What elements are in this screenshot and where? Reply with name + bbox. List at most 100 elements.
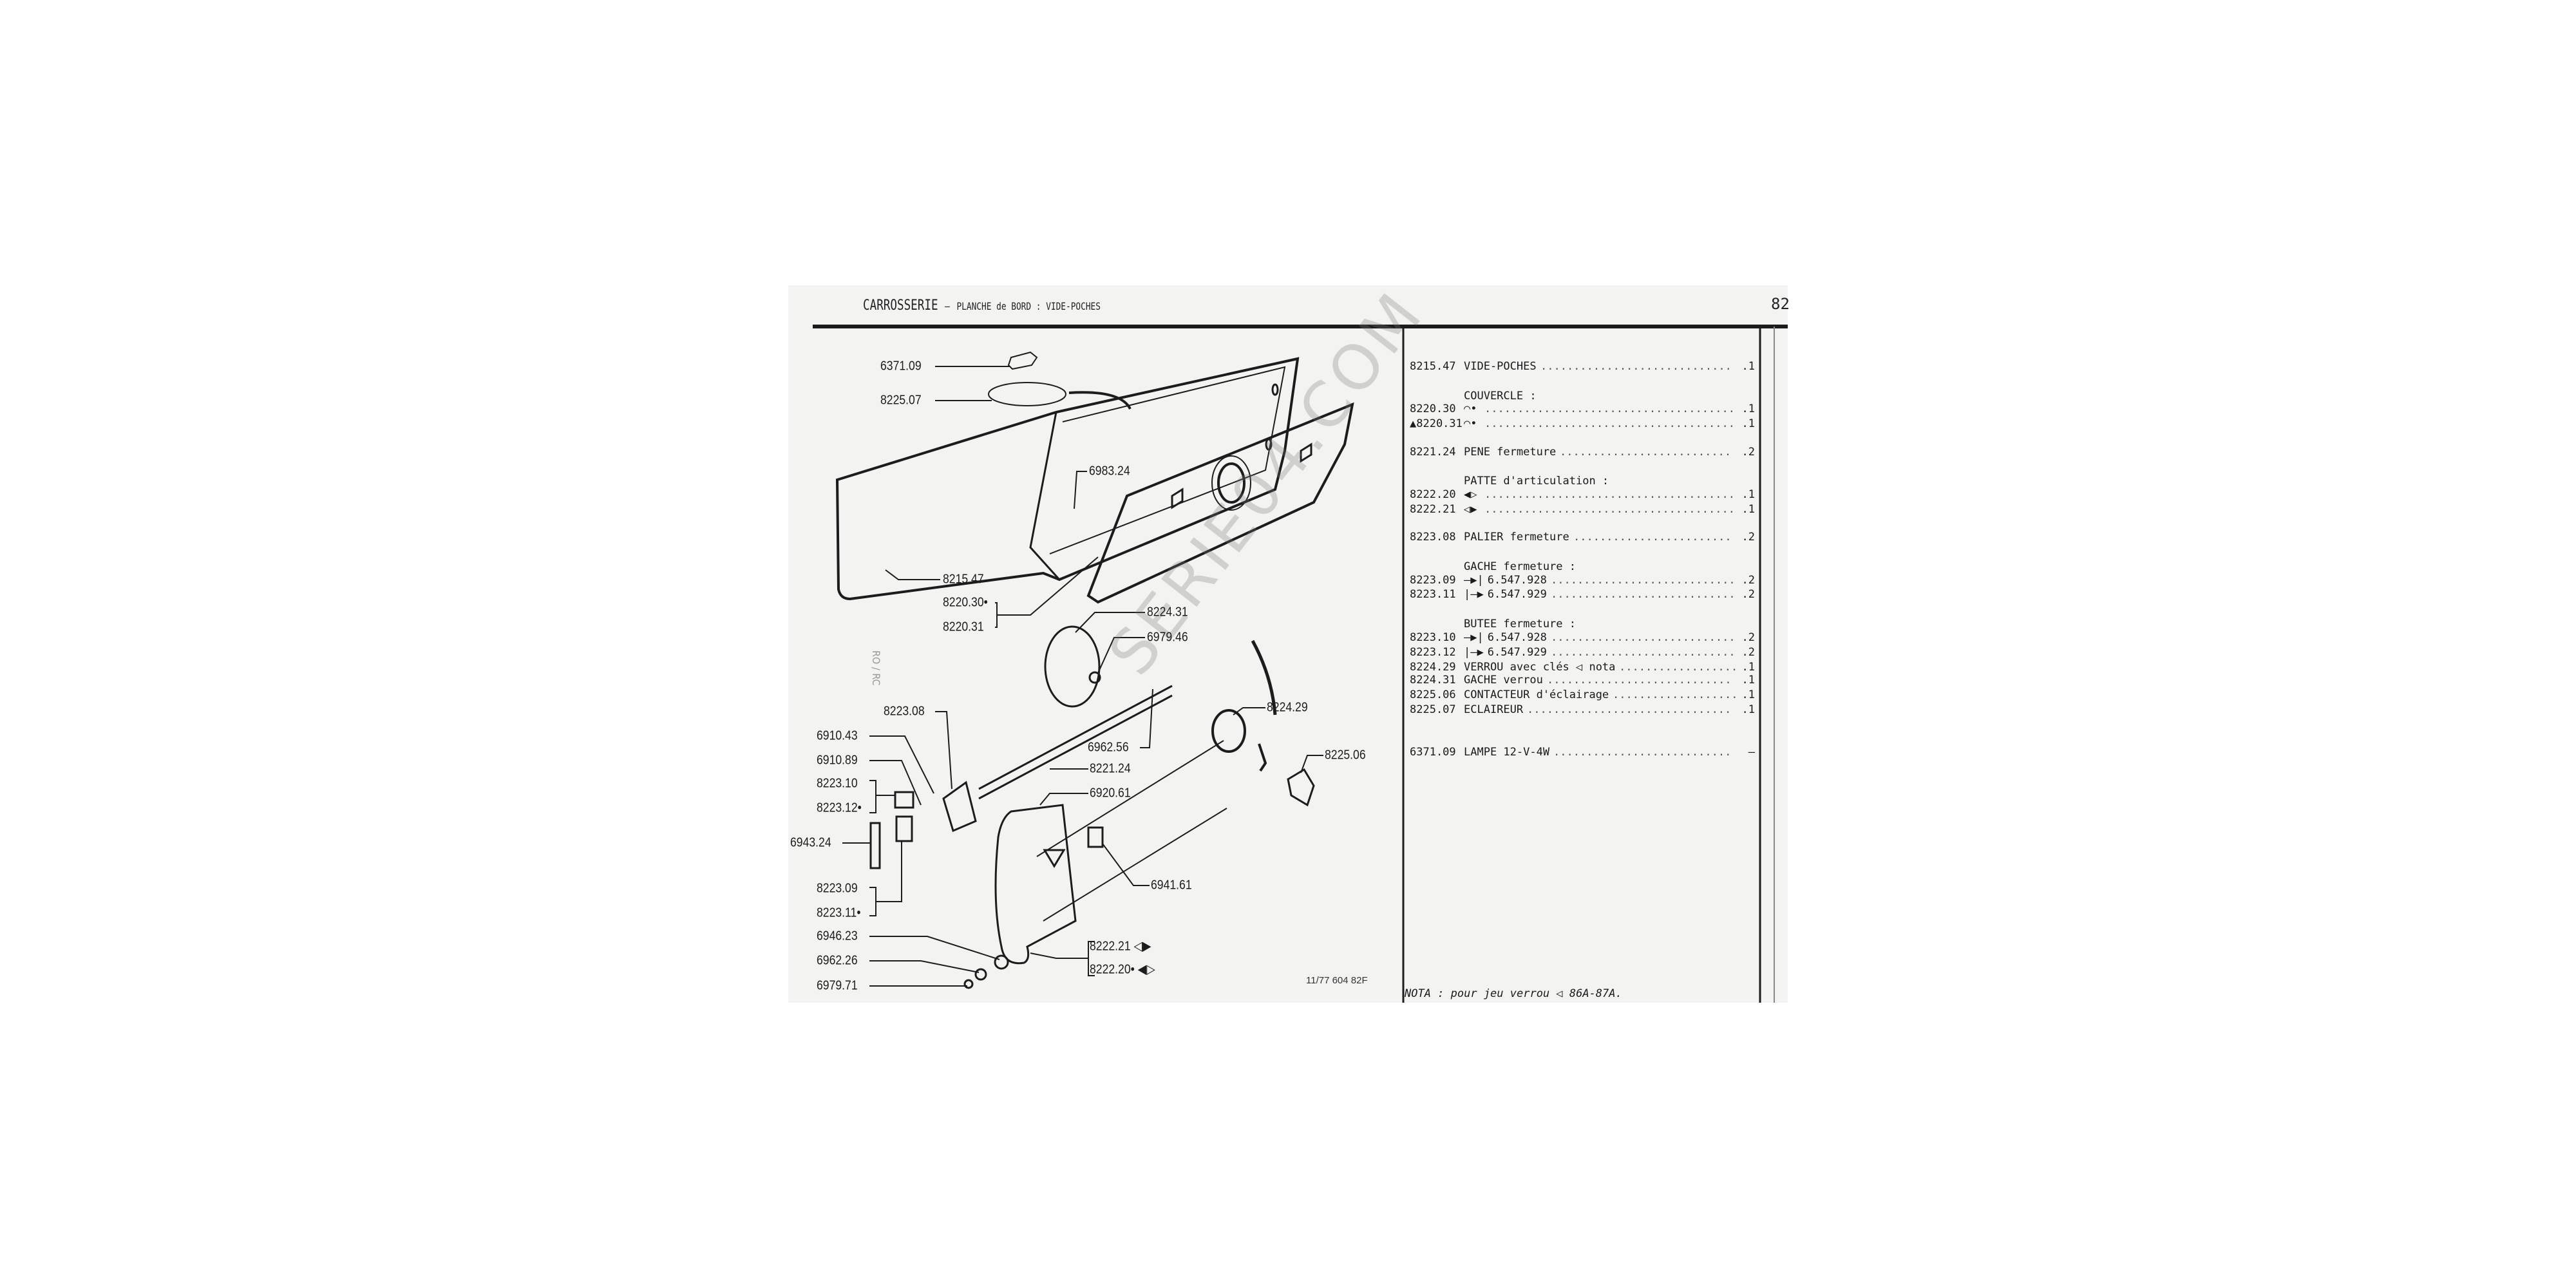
part-number: 8220.30 [1410, 402, 1456, 415]
part-quantity: .1 [1741, 503, 1755, 516]
dot-leader: ............................ [1551, 646, 1736, 659]
part-number: 8221.24 [1410, 446, 1456, 459]
part-description: LAMPE 12-V-4W [1464, 746, 1550, 759]
callout-8223-09: 8223.09 [817, 881, 858, 896]
callout-8221-24: 8221.24 [1090, 761, 1131, 776]
parts-row: ▲8220.31◠• .1............................… [1410, 417, 1770, 430]
part-description: 6.547.929 [1487, 646, 1547, 659]
callout-8215-47: 8215.47 [943, 572, 984, 587]
callout-6943-24: 6943.24 [790, 835, 831, 850]
group-heading: COUVERCLE : [1464, 390, 1537, 402]
dot-leader: ........................... [1553, 746, 1732, 759]
group-heading: GACHE fermeture : [1464, 560, 1576, 573]
orientation-symbol-icon: |—▶ [1464, 588, 1484, 601]
dot-leader: ........................ [1573, 531, 1732, 544]
part-number: 8223.10 [1410, 631, 1456, 644]
callout-8223-12: 8223.12• [817, 800, 862, 815]
page-number: 82 [1771, 295, 1790, 313]
part-number: 8224.29 [1410, 661, 1456, 674]
part-quantity: .2 [1741, 531, 1755, 544]
callout-8224-29: 8224.29 [1267, 700, 1308, 715]
part-number: 8225.07 [1410, 703, 1456, 716]
part-quantity: .2 [1741, 631, 1755, 644]
section-title: CARROSSERIE [863, 298, 938, 314]
parts-row: 8223.11|—▶6.547.929.2...................… [1410, 588, 1770, 601]
part-quantity: .1 [1741, 688, 1755, 701]
callout-6910-43: 6910.43 [817, 728, 858, 743]
dot-leader: ............................. [1540, 360, 1732, 373]
latch-rod [978, 685, 1173, 800]
dot-leader: ............................... [1527, 703, 1732, 716]
part-number: 6371.09 [1410, 746, 1456, 759]
callout-6979-46: 6979.46 [1147, 630, 1188, 645]
parts-row: 8222.20◀▷.1.............................… [1410, 488, 1770, 501]
callout-6941-61: 6941.61 [1151, 878, 1192, 893]
orientation-symbol-icon: ◠• [1464, 402, 1477, 415]
light-switch [1287, 768, 1315, 807]
part-quantity: – [1748, 746, 1755, 759]
dot-leader: ............................ [1551, 574, 1736, 587]
callout-6983-24: 6983.24 [1089, 464, 1130, 478]
dot-leader: ...................................... [1484, 417, 1735, 430]
dot-leader: ...................................... [1484, 488, 1735, 501]
callout-6910-89: 6910.89 [817, 753, 858, 768]
parts-row: 8223.10—▶|6.547.928.2...................… [1410, 631, 1770, 644]
callout-6920-61: 6920.61 [1090, 786, 1131, 800]
callout-8222-20: 8222.20• ◀▷ [1090, 962, 1155, 977]
lid [1086, 402, 1354, 604]
callout-6962-26: 6962.26 [817, 953, 858, 968]
part-quantity: .1 [1741, 360, 1755, 373]
parts-group-heading: BUTEE fermeture : [1410, 618, 1770, 630]
callout-8225-06: 8225.06 [1325, 748, 1366, 762]
part-quantity: .2 [1741, 574, 1755, 587]
part-description: CONTACTEUR d'éclairage [1464, 688, 1609, 701]
glovebox-body [835, 357, 1300, 601]
part-number: 8225.06 [1410, 688, 1456, 701]
orientation-symbol-icon: |—▶ [1464, 646, 1484, 659]
dot-leader: .................. [1619, 661, 1738, 674]
orientation-symbol-icon: ◠• [1464, 417, 1477, 430]
callout-8223-11: 8223.11• [817, 905, 861, 920]
parts-group-heading: COUVERCLE : [1410, 390, 1770, 402]
drawing-reference: 11/77 604 82F [1306, 975, 1368, 986]
callout-6946-23: 6946.23 [817, 929, 858, 943]
parts-group-heading: GACHE fermeture : [1410, 560, 1770, 573]
dot-leader: .......................... [1560, 446, 1732, 459]
part-number: 8222.21 [1410, 503, 1456, 516]
part-number: 8223.11 [1410, 588, 1456, 601]
part-number: 8223.12 [1410, 646, 1456, 659]
parts-row: 8222.21◁▶.1.............................… [1410, 503, 1770, 516]
part-number: 8224.31 [1410, 674, 1456, 687]
group-heading: BUTEE fermeture : [1464, 618, 1576, 630]
dot-leader: ...................................... [1484, 402, 1735, 415]
parts-row: 8220.30◠•.1.............................… [1410, 402, 1770, 415]
callout-8220-31: 8220.31 [943, 620, 984, 634]
part-quantity: .1 [1741, 661, 1755, 674]
part-description: 6.547.929 [1487, 588, 1547, 601]
parts-row: 8223.09—▶|6.547.928.2...................… [1410, 574, 1770, 587]
callout-8223-08: 8223.08 [884, 704, 925, 719]
catalog-page [788, 285, 1788, 1003]
part-quantity: .1 [1741, 488, 1755, 501]
lamp-bulb [1007, 351, 1038, 370]
part-quantity: .1 [1741, 703, 1755, 716]
callout-8225-07: 8225.07 [880, 393, 922, 408]
part-quantity: .1 [1741, 417, 1755, 430]
title-separator: – [945, 300, 950, 312]
dot-leader: ...................................... [1484, 503, 1735, 516]
part-description: VIDE-POCHES [1464, 360, 1537, 373]
callout-8220-30: 8220.30• [943, 595, 988, 610]
orientation-symbol-icon: ◀▷ [1464, 488, 1477, 501]
part-number: 8215.47 [1410, 360, 1456, 373]
part-description: 6.547.928 [1487, 574, 1547, 587]
part-quantity: .1 [1741, 674, 1755, 687]
part-number: ▲8220.31 [1410, 417, 1463, 430]
dot-leader: ............................ [1551, 631, 1736, 644]
part-description: 6.547.928 [1487, 631, 1547, 644]
